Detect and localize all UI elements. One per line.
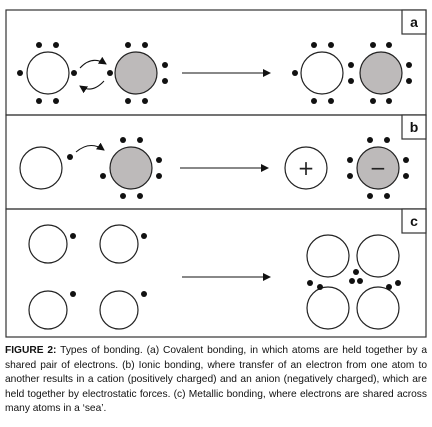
valence-electron: [70, 291, 76, 297]
electron: [370, 42, 376, 48]
delocalised-electron: [349, 278, 355, 284]
metal-atom: [356, 234, 400, 278]
metal-atom: [306, 286, 350, 330]
atom-shaded: [356, 146, 400, 190]
electron: [142, 42, 148, 48]
electron-transfer-arrow: [79, 56, 107, 69]
electron: [107, 70, 113, 76]
atom-b-shaded: [100, 137, 162, 199]
electron: [367, 137, 373, 143]
bonding-figure: a: [5, 9, 427, 338]
electron: [406, 62, 412, 68]
electron: [100, 173, 106, 179]
shared-electron: [348, 62, 354, 68]
atom-a-shaded: [107, 42, 168, 104]
panel-a-label-box: [401, 9, 427, 35]
electron: [137, 137, 143, 143]
electron: [17, 70, 23, 76]
valence-electron: [70, 233, 76, 239]
electron: [384, 193, 390, 199]
panel-a-label: a: [410, 14, 418, 30]
metal-atom: [99, 224, 139, 264]
electron: [386, 98, 392, 104]
metal-atom: [28, 224, 68, 264]
atom-shaded: [109, 146, 153, 190]
electron-transfer-arrow: [79, 80, 105, 94]
electron: [53, 98, 59, 104]
panel-a-covalent: a: [5, 9, 427, 116]
electron: [142, 98, 148, 104]
metal-atom: [306, 234, 350, 278]
electron: [156, 173, 162, 179]
panel-b-label: b: [410, 119, 419, 135]
electron: [370, 98, 376, 104]
electron: [137, 193, 143, 199]
electron: [156, 157, 162, 163]
electron: [311, 42, 317, 48]
electron: [347, 173, 353, 179]
electron: [162, 62, 168, 68]
caption-text: Types of bonding. (a) Covalent bonding, …: [5, 345, 427, 415]
delocalised-electron: [395, 280, 401, 286]
anion-sign: −: [370, 156, 387, 180]
electron: [406, 78, 412, 84]
delocalised-electron: [317, 284, 323, 290]
electron: [367, 193, 373, 199]
delocalised-electron: [307, 280, 313, 286]
panel-c-frame: [5, 208, 427, 338]
electron: [347, 157, 353, 163]
delocalised-electron: [353, 269, 359, 275]
electron: [36, 42, 42, 48]
electron: [36, 98, 42, 104]
figure-caption: FIGURE 2: Types of bonding. (a) Covalent…: [5, 344, 427, 417]
metal-atom: [356, 286, 400, 330]
electron: [328, 98, 334, 104]
electron: [292, 70, 298, 76]
cation: +: [284, 146, 328, 190]
atom-shaded: [114, 51, 158, 95]
electron: [125, 42, 131, 48]
delocalised-electron: [357, 278, 363, 284]
metal-lattice: [306, 234, 401, 330]
atom-plain: [26, 51, 70, 95]
electron: [125, 98, 131, 104]
cation-sign: +: [298, 156, 315, 180]
atom-plain: [19, 146, 63, 190]
electron: [384, 137, 390, 143]
panel-c-label: c: [410, 213, 418, 229]
electron: [403, 157, 409, 163]
electron: [162, 78, 168, 84]
panel-c-label-box: [401, 208, 427, 234]
electron: [386, 42, 392, 48]
electron: [403, 173, 409, 179]
panel-c-metallic: c: [5, 208, 427, 338]
electron: [311, 98, 317, 104]
electron: [120, 193, 126, 199]
anion: −: [347, 137, 409, 199]
panel-b-ionic: b + −: [5, 114, 427, 210]
atom-shaded: [359, 51, 403, 95]
molecule-a-product: [292, 42, 412, 104]
shared-electron: [348, 78, 354, 84]
caption-label: FIGURE 2:: [5, 345, 57, 356]
atom-plain: [300, 51, 344, 95]
atom-plain: [284, 146, 328, 190]
valence-electron: [141, 291, 147, 297]
metal-atom: [99, 290, 139, 330]
delocalised-electron: [386, 284, 392, 290]
electron: [328, 42, 334, 48]
panel-b-label-box: [401, 114, 427, 140]
electron: [120, 137, 126, 143]
valence-electron: [141, 233, 147, 239]
electron: [71, 70, 77, 76]
electron-transfer-arrow: [75, 142, 105, 153]
metal-atom: [28, 290, 68, 330]
transferring-electron: [67, 154, 73, 160]
electron: [53, 42, 59, 48]
atom-a-left: [17, 42, 77, 104]
